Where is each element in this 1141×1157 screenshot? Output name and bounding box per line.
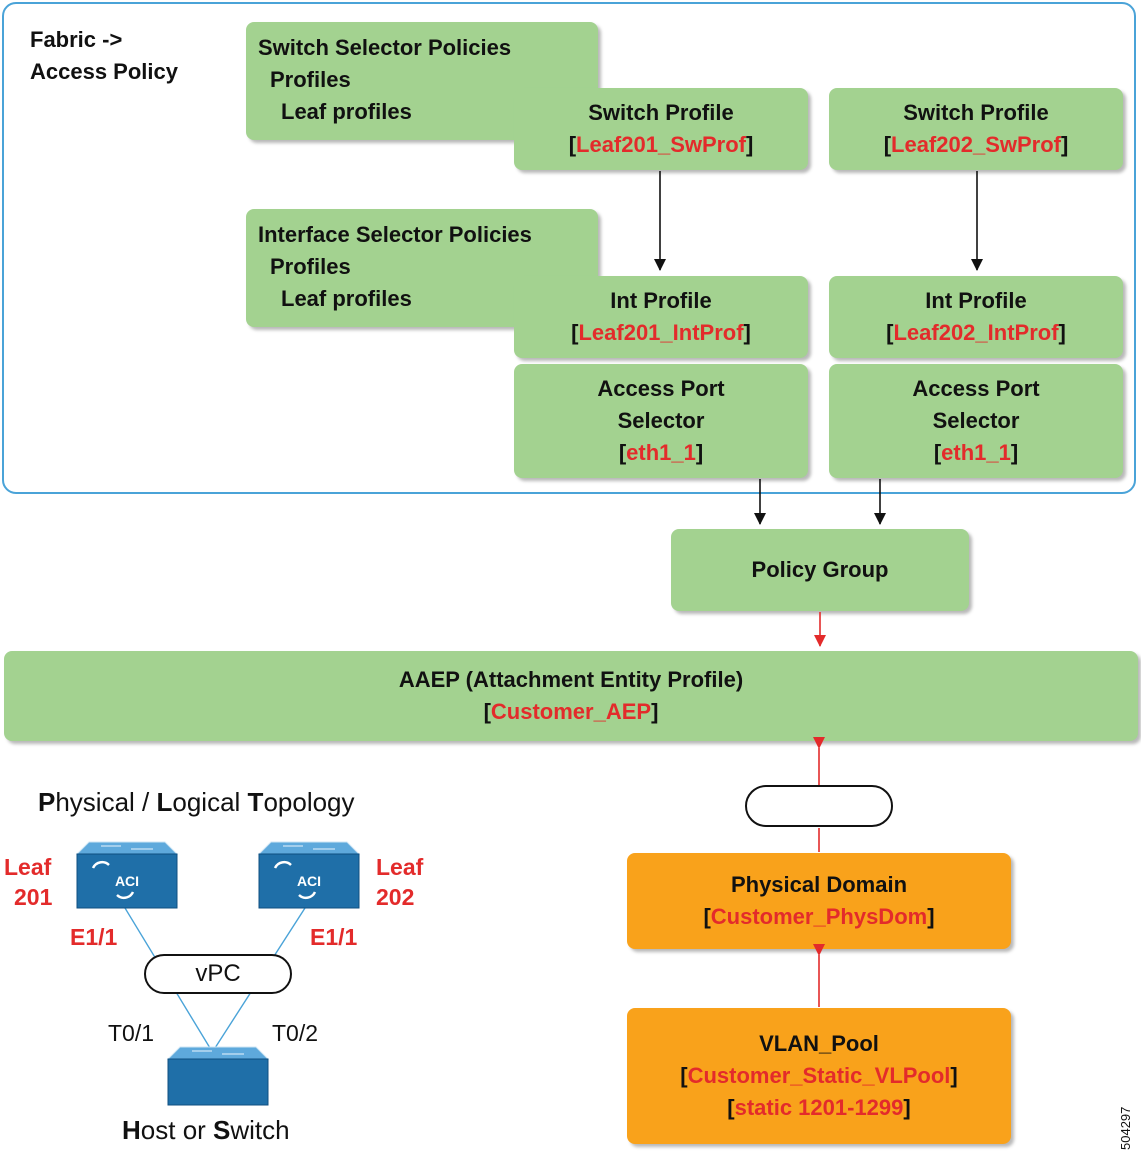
topology-title-physical: hysical / — [55, 787, 157, 817]
switch-profile-name: Leaf202_SwProf — [891, 132, 1061, 157]
leaf201-label-line2: 201 — [14, 884, 53, 910]
physical-domain-title: Physical Domain — [730, 872, 908, 897]
int-profile-title: Int Profile — [925, 288, 1027, 313]
switch-selector-line3: Leaf profiles — [281, 99, 412, 124]
physical-domain-box: Physical Domain [Customer_PhysDom] — [627, 853, 1011, 949]
aaep-name: Customer_AEP — [490, 699, 652, 724]
interface-selector-line3: Leaf profiles — [281, 286, 412, 311]
vlan-pool-range-line: [static 1201-1299] — [727, 1095, 911, 1120]
aaep-title: AAEP (Attachment Entity Profile) — [398, 667, 744, 692]
int-profile-title: Int Profile — [610, 288, 712, 313]
leaf201-switch-icon: ACI — [75, 840, 179, 910]
aaep-box: AAEP (Attachment Entity Profile) [Custom… — [4, 651, 1138, 741]
fabric-header-line2: Access Policy — [30, 59, 178, 84]
leaf201-aci-text: ACI — [115, 873, 139, 889]
aaep-name-line: [Customer_AEP] — [483, 699, 659, 724]
leaf202-label-line1: Leaf — [376, 854, 424, 880]
topology-title: Physical / Logical Topology — [38, 787, 355, 818]
switch-profile-name: Leaf201_SwProf — [576, 132, 746, 157]
switch-profile-202: Switch Profile [Leaf202_SwProf] — [829, 88, 1123, 170]
int-profile-name: Leaf202_IntProf — [893, 320, 1059, 345]
switch-profile-201: Switch Profile [Leaf201_SwProf] — [514, 88, 808, 170]
access-port-selector-name: eth1_1 — [626, 440, 696, 465]
leaf201-port-label: E1/1 — [70, 924, 118, 950]
physical-domain-name: Customer_PhysDom — [710, 904, 928, 929]
figure-code: 504297 — [1118, 1106, 1133, 1150]
access-port-selector-line2: Selector — [932, 408, 1020, 433]
switch-selector-line2: Profiles — [270, 67, 351, 92]
topology-title-l: L — [156, 787, 173, 817]
leaf202-switch-icon: ACI — [257, 840, 361, 910]
access-port-selector-201: Access Port Selector [eth1_1] — [514, 364, 808, 478]
fabric-header-line1: Fabric -> — [30, 27, 123, 52]
interface-selector-box: Interface Selector Policies Profiles Lea… — [246, 209, 598, 327]
switch-profile-title: Switch Profile — [588, 100, 734, 125]
int-profile-201: Int Profile [Leaf201_IntProf] — [514, 276, 808, 358]
host-port-right-label: T0/2 — [272, 1020, 319, 1046]
switch-selector-line1: Switch Selector Policies — [258, 35, 512, 60]
topology-title-t: T — [247, 787, 264, 817]
leaf202-label-line2: 202 — [376, 884, 415, 910]
vlan-pool-box: VLAN_Pool [Customer_Static_VLPool] [stat… — [627, 1008, 1011, 1144]
switch-profile-name-line: [Leaf202_SwProf] — [883, 132, 1069, 157]
access-port-selector-202: Access Port Selector [eth1_1] — [829, 364, 1123, 478]
association-pill — [745, 785, 893, 827]
policy-group-title: Policy Group — [751, 557, 889, 582]
leaf202-label: Leaf 202 — [376, 852, 423, 912]
host-label-s: S — [213, 1115, 231, 1145]
leaf201-label: Leaf 201 — [4, 852, 52, 912]
leaf202-aci-text: ACI — [297, 873, 321, 889]
host-port-left-label: T0/1 — [108, 1020, 155, 1046]
host-label: Host or Switch — [122, 1115, 290, 1146]
leaf202-port-label: E1/1 — [310, 924, 358, 950]
vlan-pool-range: static 1201-1299 — [734, 1095, 904, 1120]
access-port-selector-name: eth1_1 — [941, 440, 1011, 465]
physical-domain-name-line: [Customer_PhysDom] — [703, 904, 935, 929]
policy-group-box: Policy Group — [671, 529, 969, 611]
int-profile-name-line: [Leaf201_IntProf] — [571, 320, 751, 345]
topology-title-p: P — [38, 787, 56, 817]
access-policy-frame — [2, 2, 1136, 494]
vlan-pool-name: Customer_Static_VLPool — [687, 1063, 951, 1088]
interface-selector-line2: Profiles — [270, 254, 351, 279]
vlan-pool-name-line: [Customer_Static_VLPool] — [680, 1063, 958, 1088]
host-label-witch: witch — [230, 1115, 290, 1145]
switch-profile-name-line: [Leaf201_SwProf] — [568, 132, 754, 157]
int-profile-name: Leaf201_IntProf — [578, 320, 744, 345]
leaf201-label-line1: Leaf — [4, 854, 52, 880]
fabric-header: Fabric -> Access Policy — [30, 24, 178, 88]
host-label-h: H — [122, 1115, 141, 1145]
host-label-ost: ost or — [140, 1115, 214, 1145]
topology-title-logical: ogical — [172, 787, 248, 817]
access-port-selector-name-line: [eth1_1] — [933, 440, 1019, 465]
int-profile-name-line: [Leaf202_IntProf] — [886, 320, 1066, 345]
switch-profile-title: Switch Profile — [903, 100, 1049, 125]
vpc-pill: vPC — [144, 954, 292, 994]
access-port-selector-line2: Selector — [617, 408, 705, 433]
interface-selector-line1: Interface Selector Policies — [258, 222, 532, 247]
vlan-pool-title: VLAN_Pool — [759, 1031, 879, 1056]
int-profile-202: Int Profile [Leaf202_IntProf] — [829, 276, 1123, 358]
access-port-selector-line1: Access Port — [912, 376, 1040, 401]
access-port-selector-line1: Access Port — [597, 376, 725, 401]
host-switch-icon — [166, 1045, 270, 1107]
access-port-selector-name-line: [eth1_1] — [618, 440, 704, 465]
topology-title-topology: opology — [263, 787, 355, 817]
vpc-label: vPC — [195, 960, 241, 987]
